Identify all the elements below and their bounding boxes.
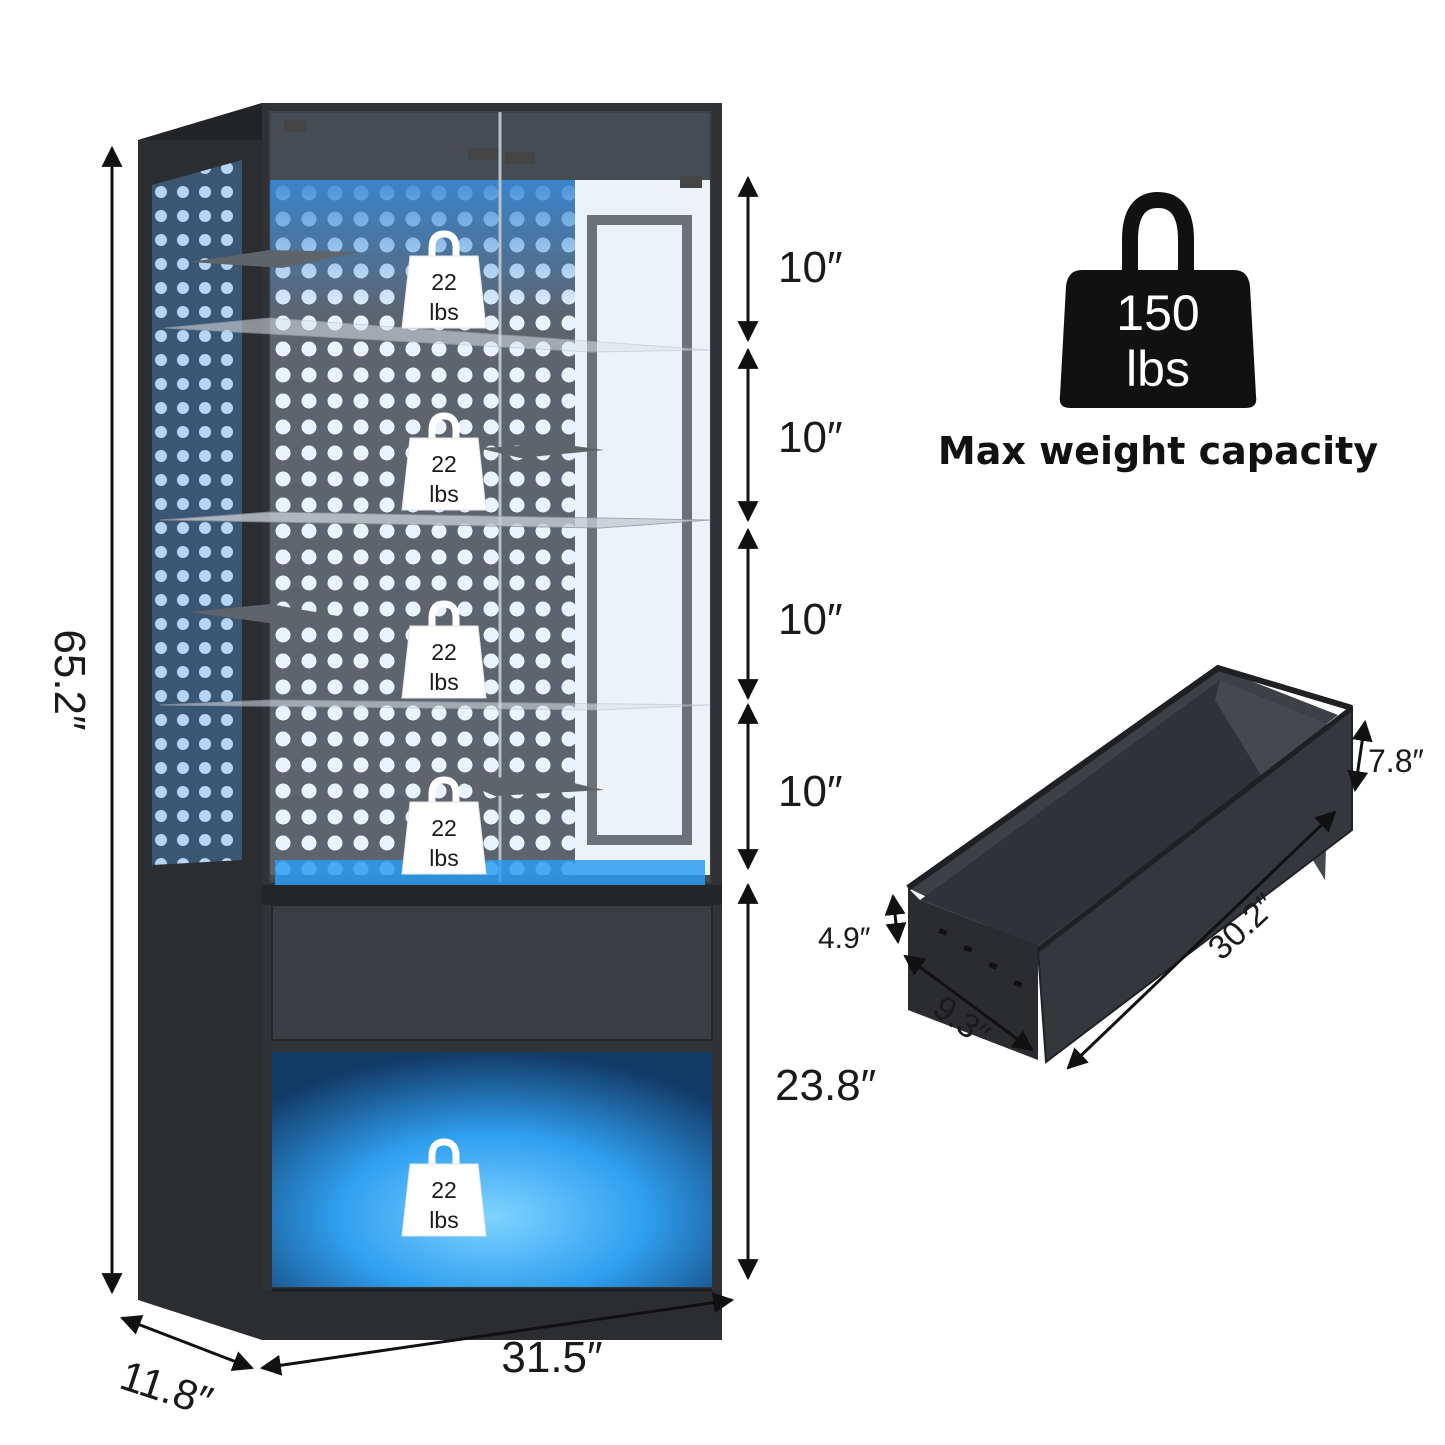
tag-unit: lbs — [429, 845, 458, 871]
drawer-inner-height-label: 4.9″ — [818, 922, 871, 955]
drawer-width-line — [903, 954, 1034, 1052]
max-weight-value: 150 — [1116, 285, 1199, 341]
weight-icon — [1059, 270, 1257, 408]
load-tag-handle — [428, 600, 460, 628]
load-tag-handle — [428, 230, 460, 258]
shelf-height-label: 10″ — [778, 595, 843, 644]
tag-unit: lbs — [429, 1207, 458, 1233]
cabinet-drawer-front — [271, 904, 713, 1041]
drawer-inner-height-line — [884, 893, 907, 945]
shelf-load-tags: 22 lbs 22 lbs 22 lbs 22 lbs 22 lbs — [401, 230, 487, 1237]
glass-doors — [269, 111, 711, 883]
lit-compartment — [272, 1052, 712, 1287]
shelf-height-label: 10″ — [778, 767, 843, 816]
load-tag-icon — [401, 437, 487, 511]
load-tag-icon — [401, 625, 487, 699]
tag-value: 22 — [431, 269, 457, 295]
tag-unit: lbs — [429, 669, 458, 695]
max-weight-block: 150 lbs Max weight capacity — [938, 191, 1378, 473]
depth-dimension-line — [120, 1314, 254, 1372]
drawer-illustration — [906, 664, 1354, 1064]
shelf-height-label: 10″ — [778, 413, 843, 462]
cabinet-dimensions: 65.2″ 10″ 10″ 10″ 10″ 23.8″ 31.5″ 11.8″ — [45, 145, 876, 1425]
max-weight-unit: lbs — [1126, 341, 1190, 397]
tag-unit: lbs — [429, 481, 458, 507]
depth-label: 11.8″ — [115, 1351, 219, 1425]
tag-value: 22 — [431, 815, 457, 841]
drawer-front-height-line — [1347, 719, 1373, 793]
max-weight-caption: Max weight capacity — [938, 429, 1378, 473]
tag-value: 22 — [431, 451, 457, 477]
total-height-label: 65.2″ — [45, 629, 94, 730]
width-label: 31.5″ — [501, 1333, 602, 1382]
width-dimension-line — [259, 1292, 735, 1376]
shelf-height-label: 10″ — [778, 243, 843, 292]
drawer-length-line — [1066, 810, 1337, 1070]
drawer-front-height-label: 7.8″ — [1368, 743, 1424, 779]
side-pegboard — [152, 160, 242, 865]
tag-unit: lbs — [429, 299, 458, 325]
load-tag-handle — [428, 776, 460, 804]
weight-icon-handle — [1122, 191, 1194, 280]
load-tag-icon — [401, 1163, 487, 1237]
load-tag-handle — [428, 412, 460, 440]
load-tag-handle — [428, 1138, 460, 1166]
tag-value: 22 — [431, 639, 457, 665]
load-tag-icon — [401, 255, 487, 329]
load-tag-icon — [401, 801, 487, 875]
base-height-label: 23.8″ — [775, 1061, 876, 1110]
tag-value: 22 — [431, 1177, 457, 1203]
